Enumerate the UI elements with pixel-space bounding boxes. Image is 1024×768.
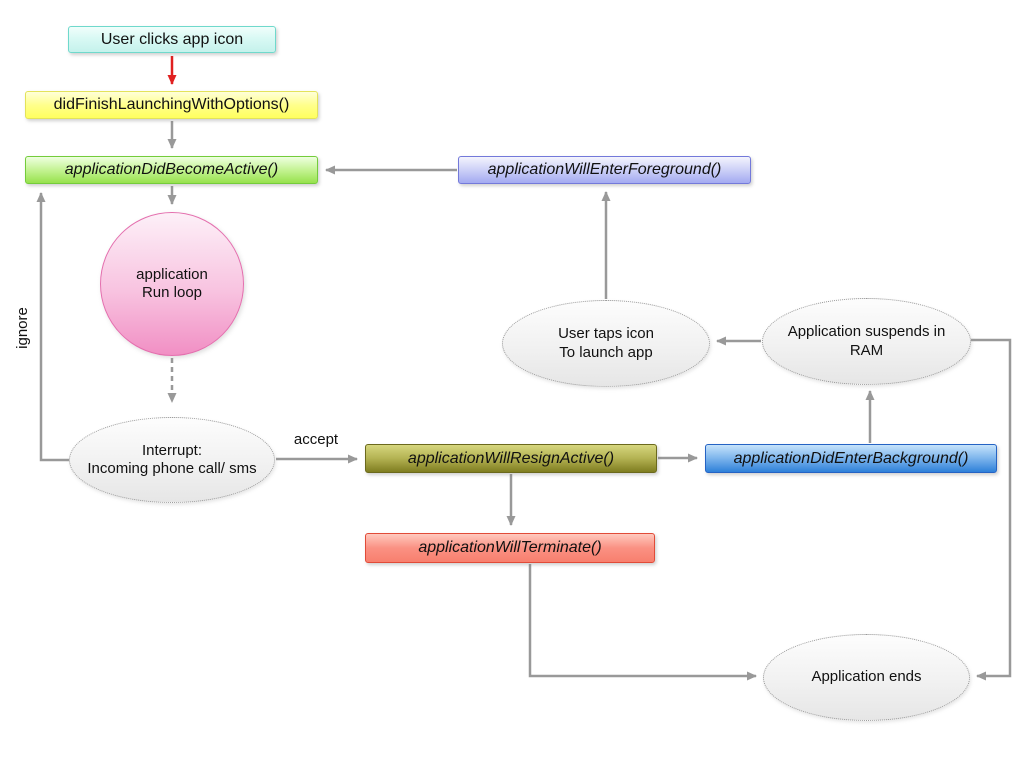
- node-didfinishlaunchingwithoptions: didFinishLaunchingWithOptions(): [25, 91, 318, 119]
- node-user-taps-icon: User taps icon To launch app: [502, 300, 710, 387]
- edge-suspends-to-appends: [971, 338, 1012, 681]
- node-label: Application ends: [811, 668, 922, 686]
- node-label: application Run loop: [136, 265, 208, 301]
- node-label: Interrupt: Incoming phone call/ sms: [87, 441, 257, 477]
- node-applicationdidenterbackground: applicationDidEnterBackground(): [705, 444, 997, 473]
- node-label: User taps icon To launch app: [558, 325, 654, 361]
- node-label: didFinishLaunchingWithOptions(): [53, 96, 290, 114]
- node-label: applicationWillEnterForeground(): [487, 161, 722, 179]
- node-applicationwillterminate: applicationWillTerminate(): [365, 533, 655, 563]
- node-label: applicationWillTerminate(): [418, 539, 602, 557]
- node-applicationwillresignactive: applicationWillResignActive(): [365, 444, 657, 473]
- node-application-ends: Application ends: [763, 634, 970, 721]
- node-label: Application suspends in RAM: [787, 323, 946, 359]
- edge-label-accept: accept: [293, 431, 339, 448]
- node-label: applicationDidEnterBackground(): [733, 449, 969, 467]
- node-interrupt-incoming-call: Interrupt: Incoming phone call/ sms: [69, 417, 275, 503]
- node-user-clicks-app-icon: User clicks app icon: [68, 26, 276, 53]
- node-application-run-loop: application Run loop: [100, 212, 244, 356]
- node-applicationwillenterforeground: applicationWillEnterForeground(): [458, 156, 751, 184]
- edge-label-ignore: ignore: [14, 307, 31, 349]
- node-applicationdidbecomeactive: applicationDidBecomeActive(): [25, 156, 318, 184]
- node-label: applicationWillResignActive(): [407, 449, 615, 467]
- edge-willterminate-to-appends: [528, 564, 757, 681]
- edge-interrupt-ignore-to-didbecomeactive: [36, 192, 69, 462]
- node-application-suspends-in-ram: Application suspends in RAM: [762, 298, 971, 385]
- node-label: User clicks app icon: [100, 30, 244, 48]
- node-label: applicationDidBecomeActive(): [64, 161, 279, 179]
